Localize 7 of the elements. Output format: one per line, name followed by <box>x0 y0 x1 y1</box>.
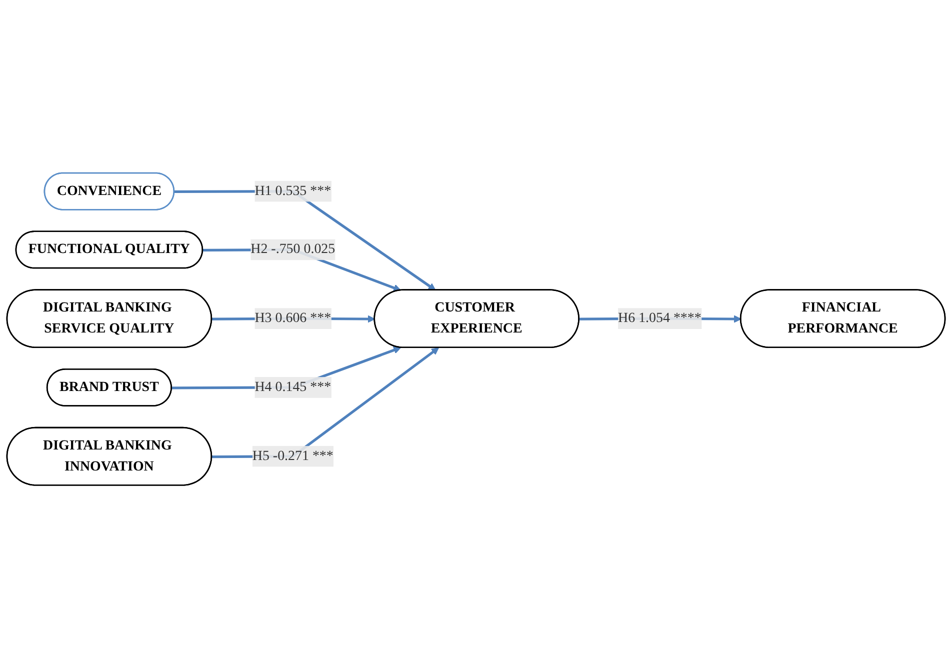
edge-label: H2 -.750 0.025 <box>250 242 336 258</box>
edge-label: H5 -0.271 *** <box>252 448 334 464</box>
edge-label: H3 0.606 *** <box>254 311 332 326</box>
edge-label: H1 0.535 *** <box>254 184 332 199</box>
arrow <box>212 348 439 459</box>
edge-label: H4 0.145 *** <box>254 380 332 395</box>
edge-label: H6 1.054 **** <box>618 311 702 326</box>
